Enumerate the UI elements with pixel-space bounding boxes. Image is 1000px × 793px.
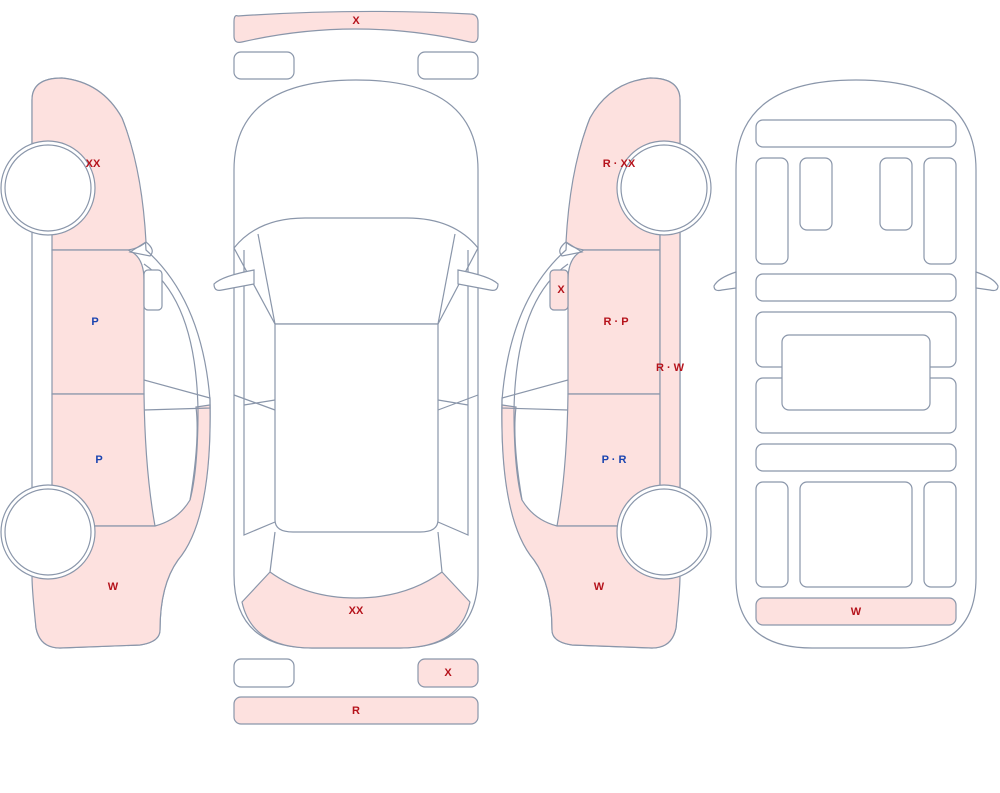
center-tunnel[interactable] (781, 334, 931, 411)
right-rocker-label: R · W (656, 362, 685, 374)
front-crossmember[interactable] (755, 119, 957, 148)
right-side-mirror-top[interactable] (457, 269, 499, 291)
right-mirror[interactable] (549, 269, 569, 311)
left-front-wheel-inner (4, 144, 92, 232)
right-a-pillar (437, 233, 456, 325)
windshield[interactable] (233, 217, 479, 325)
trunk-panel-label: W (851, 606, 862, 618)
left-front-fender-label: XX (86, 158, 101, 170)
right-front-wheel-inner (620, 144, 708, 232)
underside-left-mirror[interactable] (713, 271, 737, 292)
left-rear-quarter-label: W (108, 581, 119, 593)
rear-crossmember[interactable] (755, 443, 957, 472)
rear-left-rail[interactable] (755, 481, 789, 588)
left-side-mirror-top[interactable] (213, 269, 255, 291)
right-door-line (437, 394, 479, 411)
spare-wheel-well[interactable] (799, 481, 913, 588)
front-right-rail[interactable] (923, 157, 957, 265)
left-mirror[interactable] (143, 269, 163, 311)
right-a-pillar-side (559, 241, 584, 257)
top-view: X XX X R (213, 10, 499, 725)
left-c-pillar (269, 531, 276, 573)
rear-bumper-label: R (352, 705, 360, 717)
right-rear-wheel-inner (620, 488, 708, 576)
front-right-inner-panel[interactable] (879, 157, 913, 231)
front-left-rail[interactable] (755, 157, 789, 265)
rear-right-rail[interactable] (923, 481, 957, 588)
roof-panel[interactable] (274, 323, 439, 533)
left-headlight[interactable] (233, 51, 295, 80)
right-rear-door-label: P · R (602, 454, 627, 466)
left-rear-door-label: P (95, 454, 102, 466)
left-b-pillar (143, 379, 211, 411)
right-rear-light[interactable] (417, 658, 479, 688)
underside-view: W (713, 79, 999, 649)
left-a-pillar-side (128, 241, 153, 257)
left-window-frame (143, 263, 199, 501)
left-front-door-label: P (91, 316, 98, 328)
right-body-side (437, 250, 469, 536)
left-front-door[interactable] (51, 249, 145, 395)
rear-right-corner-label: X (444, 667, 452, 679)
left-side-view: XX P P W (0, 77, 211, 649)
left-a-pillar (257, 233, 276, 325)
right-b-pillar (501, 379, 569, 411)
underside-right-mirror[interactable] (975, 271, 999, 292)
right-mirror-label: X (557, 284, 565, 296)
front-bumper-label: X (352, 15, 360, 27)
right-window-frame (513, 263, 569, 501)
left-rear-light[interactable] (233, 658, 295, 688)
front-bumper[interactable] (233, 10, 479, 43)
right-headlight[interactable] (417, 51, 479, 80)
left-body-side (243, 250, 276, 536)
left-rear-wheel-inner (4, 488, 92, 576)
right-front-door[interactable] (567, 249, 661, 395)
hood-label: XX (349, 605, 364, 617)
right-front-door-label: R · P (603, 316, 628, 328)
right-front-fender-label: R · XX (603, 158, 636, 170)
firewall-panel[interactable] (755, 273, 957, 302)
front-left-inner-panel[interactable] (799, 157, 833, 231)
right-rear-quarter-label: W (594, 581, 605, 593)
hood-panel[interactable] (241, 571, 471, 649)
right-side-view: R · XX X R · P R · W P · R W (501, 77, 712, 649)
left-door-line (233, 394, 276, 411)
rear-bumper[interactable] (233, 696, 479, 725)
right-c-pillar (437, 531, 443, 573)
trunk-panel[interactable] (755, 597, 957, 626)
